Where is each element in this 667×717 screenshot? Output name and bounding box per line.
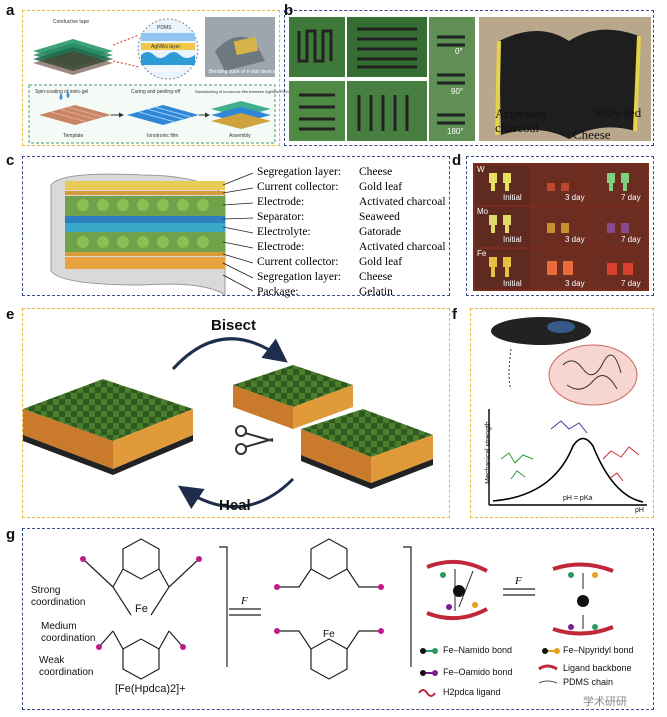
- layer-name: Segregation layer:: [257, 271, 341, 283]
- legend-fe-namido: Fe–Namido bond: [443, 645, 513, 655]
- medium-coordination: Medium coordination: [41, 621, 96, 644]
- f-peak-label: pH = pKa: [563, 495, 593, 502]
- panel-d: W Mo Fe Initial 3 day 7 day Initial 3 da…: [466, 156, 654, 296]
- panel-a: Conductive tape PDMS AgNWs layer Ionotro…: [22, 10, 311, 146]
- time-7day-2: 7 day: [621, 235, 641, 244]
- metal-mo: Mo: [477, 207, 489, 216]
- fe-center-right: Fe: [323, 629, 335, 640]
- stage-assembly: Assembly: [229, 133, 251, 139]
- arrow-f-right: F: [515, 575, 522, 587]
- panel-b-graphic: [289, 17, 651, 141]
- layer-material: Gold leaf: [359, 181, 403, 193]
- arrow-f-left: F: [241, 595, 248, 607]
- heal-label: Heal: [219, 497, 251, 514]
- panel-e-label: e: [6, 306, 15, 323]
- panel-f-graphic: [488, 317, 647, 506]
- legend-fe-npyridyl: Fe–Npyridyl bond: [563, 645, 634, 655]
- time-3day-1: 3 day: [565, 193, 585, 202]
- step-sandwich: Sandwiching of ionotronic film between A…: [195, 89, 311, 94]
- time-7day-1: 7 day: [621, 193, 641, 202]
- layer-material: Gatorade: [359, 226, 402, 238]
- time-initial-3: Initial: [503, 279, 522, 288]
- legend-fe-oamido: Fe–Oamido bond: [443, 667, 513, 677]
- stage-template: Template: [63, 133, 84, 139]
- panel-f-label: f: [452, 306, 457, 323]
- angle-90: 90°: [451, 87, 464, 96]
- layer-name: Current collector:: [257, 256, 339, 268]
- layer-name: Current collector:: [257, 181, 339, 193]
- layer-name: Electrode:: [257, 241, 305, 253]
- layer-material: Activated charcoal: [359, 241, 446, 253]
- watermark: 学术研研: [583, 695, 627, 708]
- layer-row: Separator: Seaweed: [257, 210, 446, 225]
- panel-e: Bisect Heal: [22, 308, 450, 518]
- stage-film: Ionotronic film: [147, 133, 179, 139]
- weak-coordination: Weak coordination: [39, 655, 94, 678]
- time-initial-1: Initial: [503, 193, 522, 202]
- tape-label: Conductive tape: [53, 19, 90, 25]
- metal-w: W: [477, 165, 485, 174]
- layer-row: Current collector: Gold leaf: [257, 255, 446, 270]
- layer-material: Gelatin: [359, 286, 393, 298]
- time-7day-3: 7 day: [621, 279, 641, 288]
- layer-row: Electrode: Activated charcoal: [257, 195, 446, 210]
- metal-fe: Fe: [477, 249, 487, 258]
- fe-center-left: Fe: [135, 603, 148, 615]
- f-xlabel: pH: [635, 507, 644, 514]
- step-cure: Curing and peeling-off: [131, 89, 181, 95]
- layer-material: Cheese: [359, 271, 393, 283]
- layer-pdms: PDMS: [157, 25, 172, 31]
- panel-g-label: g: [6, 526, 16, 543]
- legend-h2pdca: H2pdca ligand: [443, 687, 501, 697]
- panel-f: Mechanical strength pH pH = pKa: [470, 308, 654, 518]
- layer-material: Seaweed: [359, 211, 400, 223]
- panel-c-label: c: [6, 152, 15, 169]
- layer-ionotronic: Ionotronic film: [151, 68, 183, 74]
- panel-b: 0° 90° 180° Activated charcoal Seaweed C…: [284, 10, 654, 146]
- f-ylabel: Mechanical strength: [484, 421, 492, 484]
- layer-row: Electrolyte: Gatorade: [257, 225, 446, 240]
- panel-c-graphic: [50, 172, 254, 296]
- layer-name: Electrolyte:: [257, 226, 311, 238]
- panel-d-label: d: [452, 152, 462, 169]
- legend-pdms: PDMS chain: [563, 677, 614, 687]
- bisect-label: Bisect: [211, 317, 257, 334]
- complex-label: [Fe(Hpdca)2]+: [115, 683, 186, 695]
- layer-row: Segregation layer: Cheese: [257, 165, 446, 180]
- panel-b-label: b: [284, 2, 294, 19]
- layer-name: Segregation layer:: [257, 166, 341, 178]
- layer-name: Separator:: [257, 211, 305, 223]
- layer-material: Activated charcoal: [359, 196, 446, 208]
- layer-row: Package: Gelatin: [257, 285, 446, 300]
- time-3day-2: 3 day: [565, 235, 585, 244]
- layer-material: Cheese: [359, 166, 393, 178]
- panel-g: Strong coordination Medium coordination …: [22, 528, 654, 710]
- panel-g-graphic: [80, 538, 614, 697]
- layer-material: Gold leaf: [359, 256, 403, 268]
- angle-0: 0°: [455, 47, 463, 56]
- panel-a-label: a: [6, 2, 15, 19]
- time-initial-2: Initial: [503, 235, 522, 244]
- step-spin: Spin-coating of ionic-gel: [35, 89, 89, 95]
- layer-name: Package:: [257, 286, 299, 298]
- panel-e-graphic: [23, 337, 433, 509]
- strong-coordination: Strong coordination: [31, 585, 86, 608]
- annotation-activated-charcoal: Activated charcoal: [495, 106, 546, 135]
- photo-caption: Bending state of e-skin device: [209, 69, 276, 75]
- annotation-cheese: Cheese: [573, 127, 611, 142]
- legend-ligand-backbone: Ligand backbone: [563, 663, 632, 673]
- annotation-seaweed: Seaweed: [595, 105, 642, 120]
- layer-name: Electrode:: [257, 196, 305, 208]
- angle-180: 180°: [447, 127, 464, 136]
- layer-row: Segregation layer: Cheese: [257, 270, 446, 285]
- layer-row: Electrode: Activated charcoal: [257, 240, 446, 255]
- layer-agnws: AgNWs layer: [151, 44, 181, 50]
- panel-d-graphic: [473, 163, 649, 291]
- time-3day-3: 3 day: [565, 279, 585, 288]
- panel-a-graphic: [28, 17, 276, 144]
- layer-row: Current collector: Gold leaf: [257, 180, 446, 195]
